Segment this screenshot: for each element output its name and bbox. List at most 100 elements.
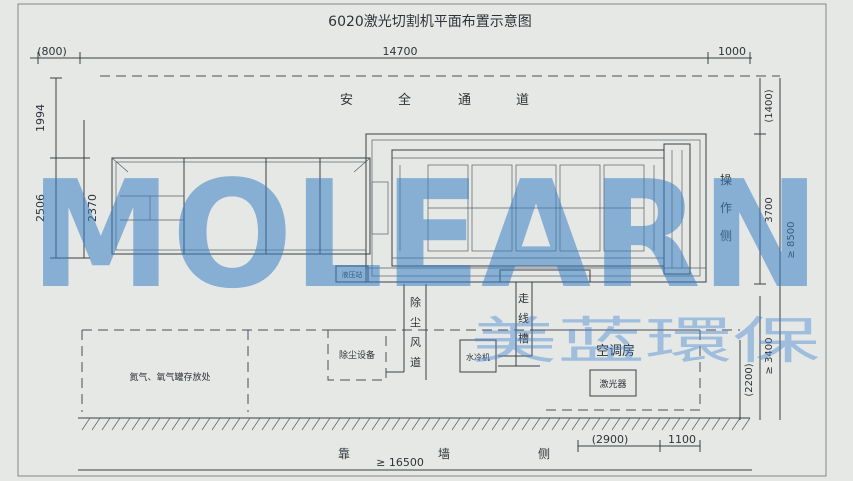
watermark-logo: MOLEARN bbox=[30, 149, 820, 321]
hatch-stroke bbox=[571, 417, 581, 431]
dust-duct: 除 尘 风 道 bbox=[386, 284, 427, 380]
dim-right-4: ≥ 3400 bbox=[764, 337, 775, 374]
hatch-stroke bbox=[401, 417, 411, 431]
laser-source bbox=[589, 369, 637, 397]
hatch-stroke bbox=[661, 417, 671, 431]
hatch-stroke bbox=[91, 417, 101, 431]
hatch-stroke bbox=[201, 417, 211, 431]
hatch-stroke bbox=[121, 417, 131, 431]
hatch-stroke bbox=[341, 417, 351, 431]
hatch-stroke bbox=[421, 417, 431, 431]
hatch-stroke bbox=[701, 417, 711, 431]
hatch-stroke bbox=[391, 417, 401, 431]
cable-trough: 走 线 槽 bbox=[498, 269, 591, 367]
watermark-cn: 美蓝環保 bbox=[470, 312, 820, 370]
hatch-stroke bbox=[491, 417, 501, 431]
svg-text:操: 操 bbox=[720, 172, 732, 187]
dim-right-5: (2200) bbox=[744, 363, 755, 396]
dust-equipment-label: 除尘设备 bbox=[339, 349, 375, 361]
hatch-stroke bbox=[741, 417, 751, 431]
hydraulic-station-label: 液压站 bbox=[342, 270, 363, 279]
hatch-stroke bbox=[561, 417, 571, 431]
hatch-stroke bbox=[351, 417, 361, 431]
hatch-stroke bbox=[151, 417, 161, 431]
hatch-stroke bbox=[481, 417, 491, 431]
hatch-stroke bbox=[601, 417, 611, 431]
hatch-stroke bbox=[721, 417, 731, 431]
hatch-stroke bbox=[281, 417, 291, 431]
hatch-stroke bbox=[261, 417, 271, 431]
hydraulic-station bbox=[335, 265, 369, 283]
svg-text:线: 线 bbox=[518, 311, 529, 325]
svg-text:侧: 侧 bbox=[538, 447, 550, 461]
drawing-title: 6020激光切割机平面布置示意图 bbox=[328, 13, 532, 30]
hatch-stroke bbox=[171, 417, 181, 431]
svg-text:全: 全 bbox=[398, 92, 411, 108]
left-dimensions: 1994 2506 2370 bbox=[34, 77, 99, 259]
water-chiller-label: 水冷机 bbox=[466, 352, 490, 362]
hatch-stroke bbox=[211, 417, 221, 431]
right-dimensions: (1400) 3700 ≥ 8500 ≥ 3400 (2200) bbox=[739, 78, 797, 420]
dim-left-2: 2506 bbox=[34, 194, 47, 222]
hatch-stroke bbox=[531, 417, 541, 431]
hatch-stroke bbox=[441, 417, 451, 431]
dim-top-main: 14700 bbox=[383, 45, 418, 58]
hatch-stroke bbox=[291, 417, 301, 431]
hatch-stroke bbox=[631, 417, 641, 431]
dim-bottom-2: 1100 bbox=[668, 433, 696, 446]
svg-text:墙: 墙 bbox=[438, 447, 450, 461]
hatch-stroke bbox=[511, 417, 521, 431]
hatch-stroke bbox=[451, 417, 461, 431]
hatch-stroke bbox=[581, 417, 591, 431]
svg-text:尘: 尘 bbox=[410, 316, 421, 329]
operation-side-label: 操 作 侧 bbox=[720, 172, 732, 243]
dim-right-1: (1400) bbox=[764, 89, 775, 122]
hatch-stroke bbox=[131, 417, 141, 431]
laser-machine bbox=[365, 133, 707, 283]
wall-hatch bbox=[78, 417, 751, 431]
svg-text:道: 道 bbox=[516, 93, 529, 108]
svg-text:槽: 槽 bbox=[518, 332, 529, 345]
hatch-stroke bbox=[641, 417, 651, 431]
dim-bottom-1: (2900) bbox=[592, 433, 629, 446]
hatch-stroke bbox=[251, 417, 261, 431]
dust-equipment bbox=[327, 329, 387, 381]
ac-room bbox=[540, 329, 701, 411]
hatch-stroke bbox=[691, 417, 701, 431]
hatch-stroke bbox=[551, 417, 561, 431]
bottom-dimensions: (2900) 1100 ≥ 16500 bbox=[78, 433, 752, 471]
hatch-stroke bbox=[361, 417, 371, 431]
safety-passage-label: 安 全 通 道 bbox=[340, 92, 529, 108]
top-dimension: (800) 14700 1000 bbox=[30, 45, 752, 64]
gas-storage-label: 氮气、氧气罐存放处 bbox=[129, 371, 210, 383]
svg-text:靠: 靠 bbox=[338, 447, 350, 461]
hatch-stroke bbox=[321, 417, 331, 431]
svg-text:风: 风 bbox=[410, 336, 421, 349]
hatch-stroke bbox=[231, 417, 241, 431]
dim-top-right: 1000 bbox=[718, 45, 746, 58]
laser-label: 激光器 bbox=[599, 378, 626, 390]
hatch-stroke bbox=[241, 417, 251, 431]
hatch-stroke bbox=[141, 417, 151, 431]
hatch-stroke bbox=[311, 417, 321, 431]
hatch-stroke bbox=[541, 417, 551, 431]
hatch-stroke bbox=[681, 417, 691, 431]
hatch-stroke bbox=[461, 417, 471, 431]
svg-text:通: 通 bbox=[458, 93, 471, 108]
hatch-stroke bbox=[521, 417, 531, 431]
hatch-stroke bbox=[381, 417, 391, 431]
dim-top-left: (800) bbox=[37, 45, 67, 58]
loading-frame bbox=[111, 157, 371, 255]
hatch-stroke bbox=[711, 417, 721, 431]
svg-text:走: 走 bbox=[518, 292, 529, 305]
ac-room-label: 空调房 bbox=[596, 343, 635, 359]
hatch-stroke bbox=[591, 417, 601, 431]
dim-right-3: ≥ 8500 bbox=[786, 221, 797, 258]
hatch-stroke bbox=[471, 417, 481, 431]
hatch-stroke bbox=[81, 417, 91, 431]
dim-left-1: 1994 bbox=[34, 104, 47, 132]
hatch-stroke bbox=[651, 417, 661, 431]
water-chiller bbox=[459, 339, 497, 373]
svg-text:安: 安 bbox=[340, 93, 353, 108]
